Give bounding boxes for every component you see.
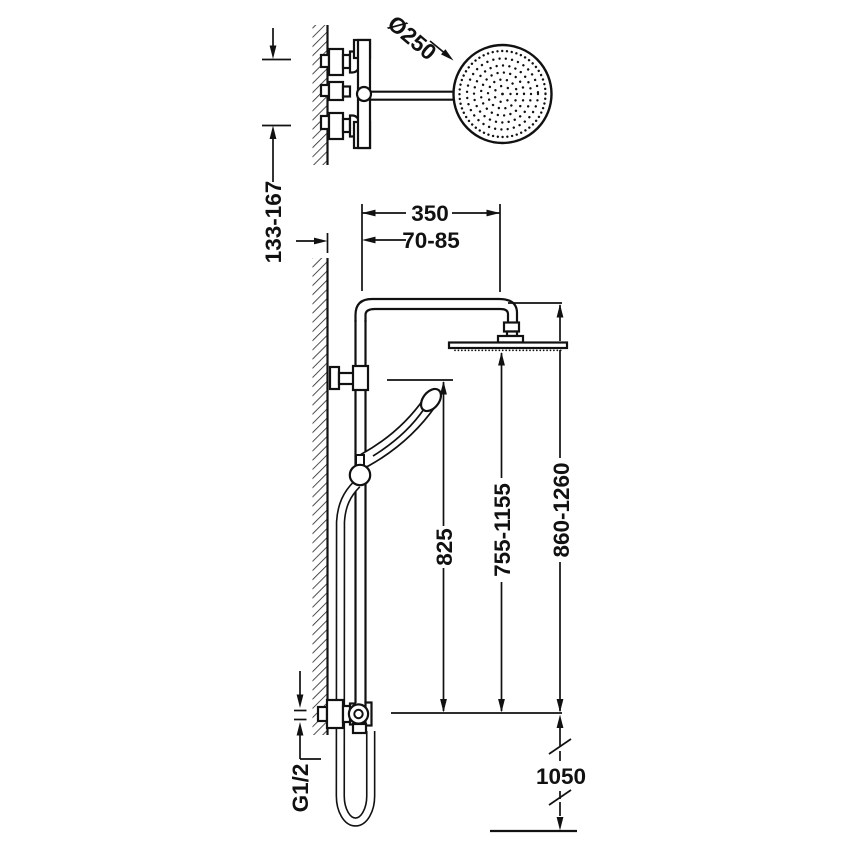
arrowhead — [441, 49, 454, 61]
dim-column-height: 860-1260 — [508, 302, 574, 713]
shower-arm-plan — [370, 90, 454, 101]
floor-reference-label: 1050 — [536, 764, 586, 789]
handshower-height-label: 825 — [432, 528, 457, 566]
hand-shower — [355, 387, 443, 468]
dim-head-height: 755-1155 — [490, 352, 515, 713]
wall-section-front — [312, 258, 329, 735]
slider-holder — [348, 463, 372, 487]
arm-projection-label: 350 — [411, 201, 449, 226]
break-mark — [548, 738, 572, 755]
valve-offset-label: 133-167 — [261, 181, 286, 264]
head-height-label: 755-1155 — [490, 483, 515, 577]
dim-handshower-height: 825 — [387, 379, 457, 713]
dim-wall-to-riser: 70-85 — [296, 228, 460, 253]
inlet-fitting — [316, 698, 373, 735]
column-height-label: 860-1260 — [549, 462, 574, 557]
dim-arm-projection: 350 — [361, 201, 501, 292]
dim-head-diameter: Ø250 — [383, 11, 454, 66]
rain-head-disc — [447, 341, 569, 350]
inlet-thread-label: G1/2 — [288, 764, 313, 813]
wall-to-riser-label: 70-85 — [402, 228, 460, 253]
wall-bracket — [328, 364, 370, 392]
front-view — [312, 258, 569, 827]
hand-shower-detail-line — [372, 408, 425, 457]
break-mark — [548, 789, 572, 806]
top-view: Ø250 — [312, 11, 553, 165]
rain-head-plan — [452, 43, 553, 145]
center-nozzle-dot — [501, 92, 504, 96]
hose-outlet — [351, 722, 368, 735]
thermostatic-valve-plan — [319, 38, 373, 150]
dim-inlet-thread: G1/2 — [288, 671, 321, 812]
shower-hose — [335, 480, 376, 827]
head-diameter-label: Ø250 — [383, 11, 441, 66]
rain-head-front — [447, 321, 569, 352]
dim-valve-offset: 133-167 — [261, 28, 291, 263]
dim-floor-reference: 1050 — [391, 712, 586, 833]
